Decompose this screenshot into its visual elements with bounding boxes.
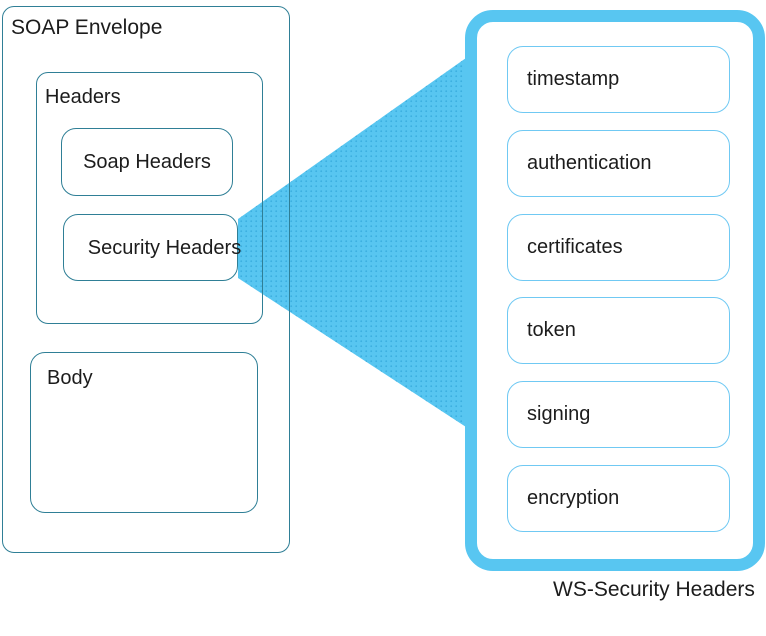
soap-headers-label: Soap Headers [83,151,211,173]
security-headers-box [63,214,238,281]
soap-envelope-title: SOAP Envelope [11,16,163,39]
headers-box [36,72,263,324]
body-title: Body [47,367,93,389]
headers-title: Headers [45,86,121,108]
security-headers-label: Security Headers [87,236,242,259]
ws-item-certificates: certificates [507,214,730,281]
soap-envelope-box [2,6,290,553]
ws-item-timestamp: timestamp [507,46,730,113]
ws-item-signing: signing [507,381,730,448]
body-box [30,352,258,513]
ws-item-authentication: authentication [507,130,730,197]
ws-security-caption: WS-Security Headers [553,578,755,601]
soap-headers-box [61,128,233,196]
ws-item-encryption: encryption [507,465,730,532]
ws-item-token: token [507,297,730,364]
